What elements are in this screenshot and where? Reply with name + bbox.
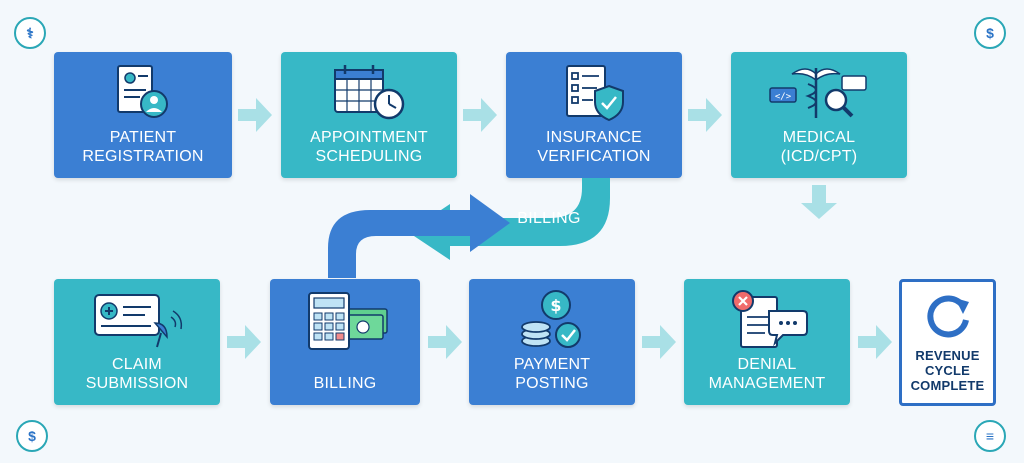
step-payment-posting: $ PAYMENT POSTING: [469, 279, 635, 405]
checklist-shield-icon: [566, 65, 624, 122]
dollar-icon: $: [974, 17, 1006, 49]
step-claim-submission: CLAIM SUBMISSION: [54, 279, 220, 405]
step-appointment-scheduling: APPOINTMENT SCHEDULING: [281, 52, 457, 178]
calendar-clock-icon: [334, 65, 405, 120]
billing-connector-arrow: [328, 178, 610, 278]
step-billing: BILLING: [270, 279, 420, 405]
step-label: BILLING: [313, 375, 377, 392]
step-denial-management: DENIAL MANAGEMENT: [684, 279, 850, 405]
coins-check-icon: $: [521, 290, 581, 348]
flow-arrow: [858, 325, 892, 359]
final-label: REVENUE: [915, 348, 980, 363]
step-label: REGISTRATION: [82, 148, 204, 165]
step-label: POSTING: [515, 375, 589, 392]
step-label: APPOINTMENT: [310, 129, 428, 146]
svg-text:</>: </>: [775, 92, 792, 102]
step-label: INSURANCE: [545, 129, 643, 146]
caduceus-code-icon: </>: [769, 68, 867, 118]
step-label: (ICD/CPT): [780, 148, 858, 165]
patient-document-icon: [117, 65, 168, 118]
flow-arrow: [227, 325, 261, 359]
step-label: CLAIM: [112, 356, 162, 373]
step-label: MANAGEMENT: [708, 375, 826, 392]
step-label: MEDICAL: [782, 129, 856, 146]
dollar-icon: $: [16, 420, 48, 452]
step-label: DENIAL: [737, 356, 797, 373]
document-search-icon: ≡: [974, 420, 1006, 452]
final-label: CYCLE: [924, 363, 971, 378]
step-medical-coding: </> MEDICAL (ICD/CPT): [731, 52, 907, 178]
flow-arrow-down: [801, 185, 837, 219]
flow-arrow: [238, 98, 272, 132]
step-label: SCHEDULING: [315, 148, 423, 165]
step-insurance-verification: INSURANCE VERIFICATION: [506, 52, 682, 178]
step-label: PATIENT: [109, 129, 177, 146]
step-label: SUBMISSION: [85, 375, 189, 392]
step-label: VERIFICATION: [537, 148, 651, 165]
cycle-arrow-icon: [926, 295, 969, 338]
step-patient-registration: PATIENT REGISTRATION: [54, 52, 232, 178]
calculator-cash-icon: [308, 292, 388, 350]
flow-arrow: [688, 98, 722, 132]
connector-label: BILLING: [517, 210, 581, 227]
step-label: PAYMENT: [513, 356, 591, 373]
document-denial-icon: [732, 290, 808, 348]
flow-arrow: [428, 325, 462, 359]
claim-card-satellite-icon: [94, 294, 183, 348]
flow-arrow: [463, 98, 497, 132]
flow-arrow: [642, 325, 676, 359]
svg-text:$: $: [550, 296, 561, 315]
final-label: COMPLETE: [910, 378, 985, 393]
stethoscope-icon: ⚕: [14, 17, 46, 49]
